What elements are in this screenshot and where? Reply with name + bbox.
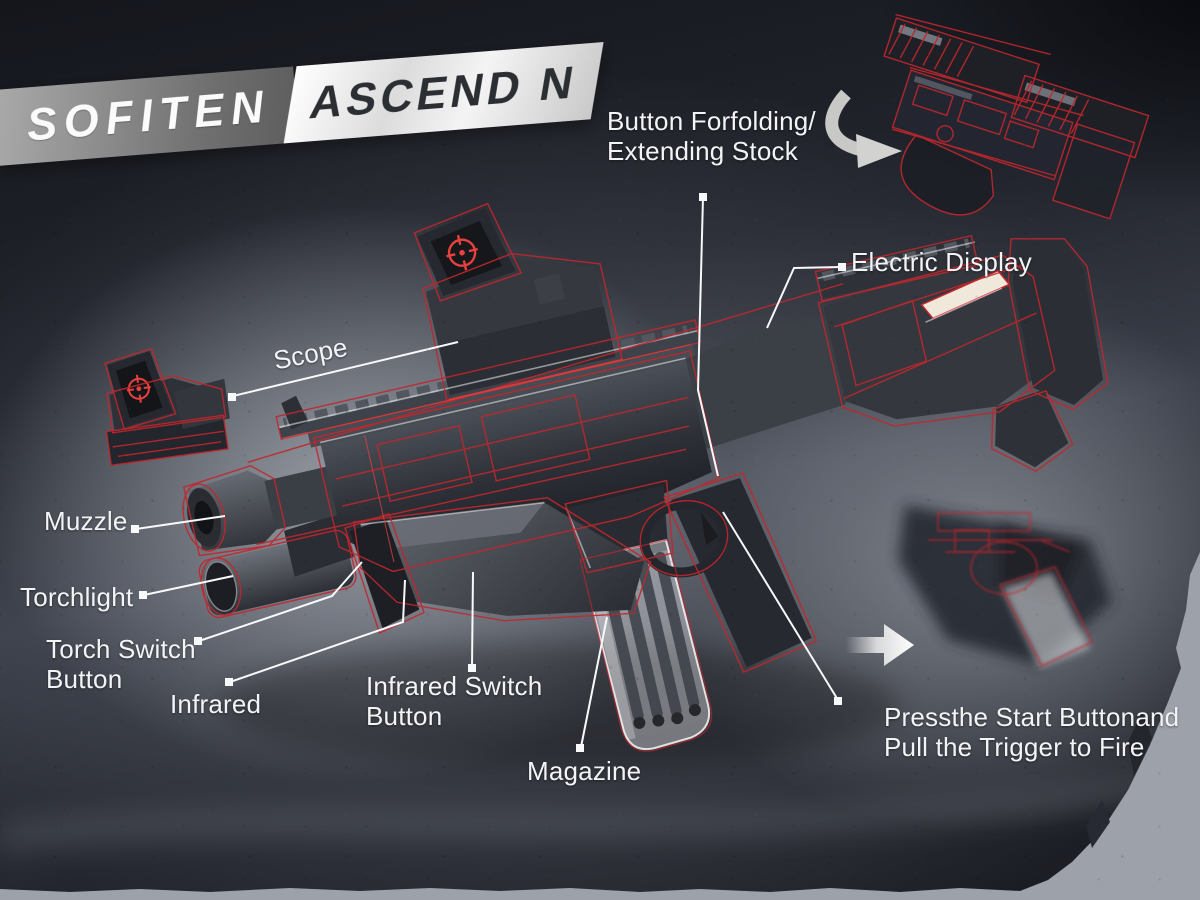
- detached-scope: [104, 347, 230, 467]
- label-fire-instruction: Pressthe Start Buttonand Pull the Trigge…: [884, 702, 1180, 762]
- torn-paper-edge: [0, 552, 1200, 900]
- stock: [819, 238, 1104, 468]
- leader-electric-display: [766, 266, 842, 329]
- label-torchlight: Torchlight: [20, 582, 134, 612]
- leader-muzzle: [135, 515, 226, 530]
- background-wave-streak: [0, 765, 1200, 851]
- gun-shadow: [220, 643, 900, 767]
- label-infrared-switch: Infrared Switch Button: [366, 671, 543, 731]
- mounted-scope: [417, 208, 616, 396]
- leader-lines: [135, 196, 842, 748]
- red-wireframe: [182, 202, 1109, 752]
- leader-markers: [131, 193, 846, 752]
- leader-torch-switch: [198, 561, 363, 642]
- leader-scope: [232, 341, 459, 397]
- main-gun: [182, 202, 1109, 752]
- leader-magazine: [580, 616, 608, 748]
- brand-name: SOFITEN: [24, 80, 273, 151]
- label-torch-switch: Torch Switch Button: [46, 634, 196, 694]
- label-infrared: Infrared: [170, 689, 262, 719]
- leader-infrared: [229, 579, 406, 683]
- torn-edge-speck: [1086, 800, 1110, 848]
- trigger: [700, 511, 719, 546]
- label-stock-button: Button Forfolding/ Extending Stock: [607, 106, 816, 166]
- label-magazine: Magazine: [527, 756, 642, 786]
- right-arrow-icon: [846, 624, 914, 666]
- torchlight-lens: [204, 561, 238, 612]
- leader-stock-button: [696, 196, 719, 477]
- foregrip-fin: [349, 518, 420, 629]
- leader-fire-instruction: [722, 511, 839, 701]
- label-muzzle: Muzzle: [44, 506, 128, 536]
- grip-inset-ghost: [898, 505, 1112, 668]
- brand-model: ASCEND N: [306, 55, 582, 129]
- leader-torchlight: [143, 575, 234, 596]
- label-electric-display: Electric Display: [851, 247, 1032, 277]
- leader-infrared-switch: [471, 571, 474, 668]
- curved-arrow-icon: [825, 89, 902, 168]
- torn-edge-speck: [1128, 712, 1152, 776]
- trigger-guard: [639, 498, 729, 578]
- folded-gun-inset: [883, 13, 1150, 220]
